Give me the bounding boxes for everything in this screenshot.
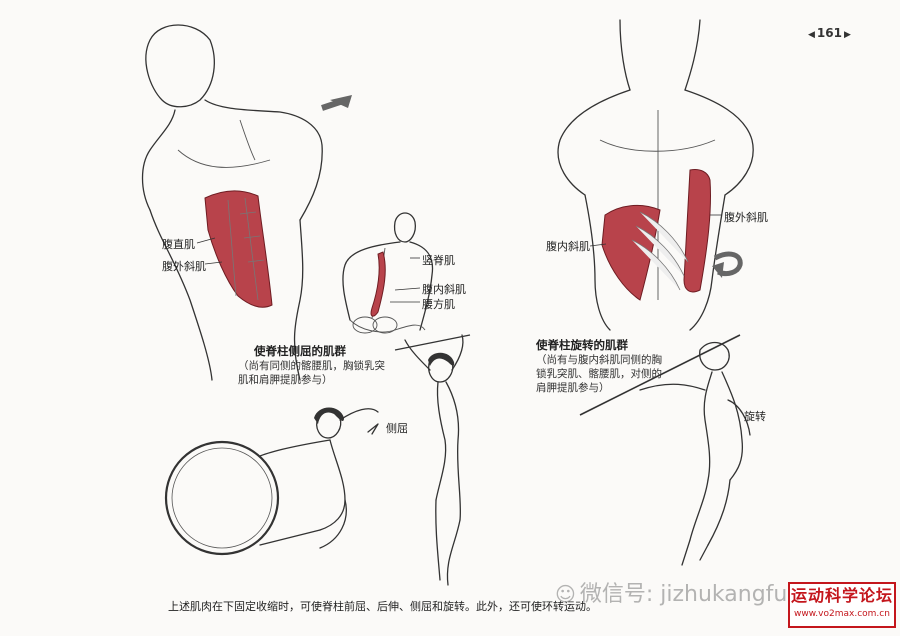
body-text: 上述肌肉在下固定收缩时，可使脊柱前屈、后伸、侧屈和旋转。此外，还可使环转运动。 [168,600,597,613]
wechat-icon: ☺ [555,582,576,606]
prev-page-icon: ◀ [808,30,815,40]
label-quadratus-lumborum: 腰方肌 [422,298,455,311]
forum-stamp: 运动科学论坛 www.vo2max.com.cn [788,582,896,628]
label-lateral-flexion: 侧屈 [386,422,408,435]
page-number: ◀161▶ [808,26,851,40]
label-rotation: 旋转 [744,410,766,423]
label-external-oblique-left: 腹外斜肌 [162,260,206,273]
label-external-oblique-right: 腹外斜肌 [724,211,768,224]
caption-lateral-title: 使脊柱侧屈的肌群 [254,344,346,358]
label-erector-spinae: 竖脊肌 [422,254,455,267]
label-rectus-abdominis: 腹直肌 [162,238,195,251]
caption-rotation-title: 使脊柱旋转的肌群 [536,338,628,352]
label-internal-oblique-right: 腹内斜肌 [546,240,590,253]
caption-rotation-text: （尚有与腹内斜肌同侧的胸锁乳突肌、髂腰肌，对侧的肩胛提肌参与） [536,354,662,394]
stamp-url: www.vo2max.com.cn [794,609,890,619]
next-page-icon: ▶ [843,30,851,40]
caption-lateral-text: （尚有同侧的髂腰肌，胸锁乳突肌和肩胛提肌参与） [238,360,385,386]
stamp-title: 运动科学论坛 [790,586,893,605]
wechat-watermark: ☺微信号: jizhukangfu [555,582,788,607]
label-internal-oblique-back: 腹内斜肌 [422,283,466,296]
